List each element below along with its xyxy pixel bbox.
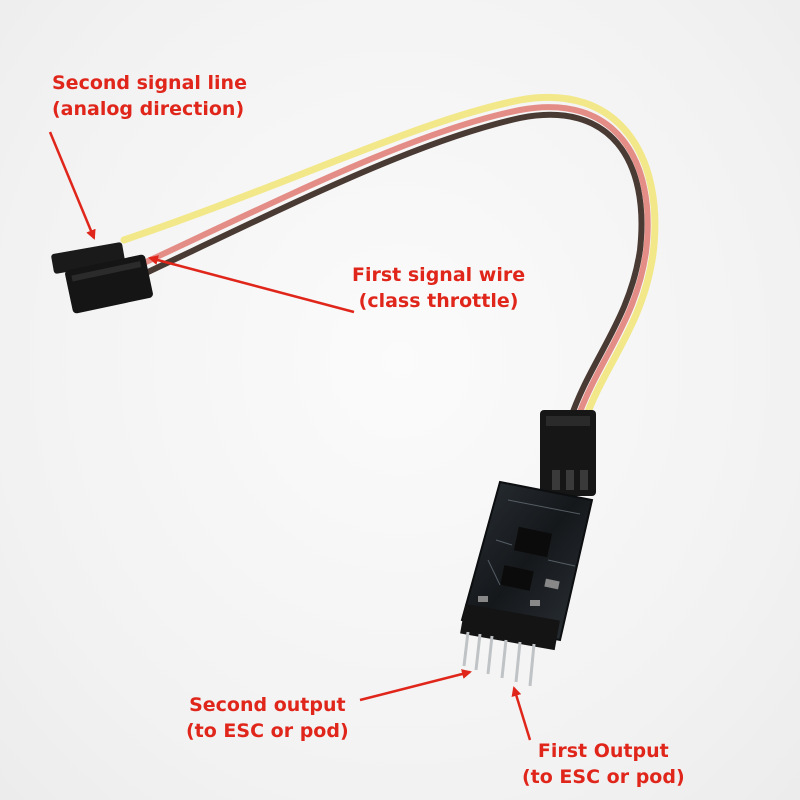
arrow-first-output [511, 686, 532, 741]
yellow-wire [120, 93, 659, 424]
label-first-output-2: (to ESC or pod) [522, 766, 685, 788]
label-first-signal-wire: First signal wire (class throttle) [352, 262, 525, 314]
label-second-output-1: Second output [189, 694, 346, 716]
left-connectors [51, 242, 153, 314]
brown-wire [145, 111, 645, 423]
label-first-output: First Output (to ESC or pod) [522, 738, 685, 790]
output-header [460, 603, 560, 687]
label-first-signal-wire-2: (class throttle) [358, 290, 519, 312]
arrow-first-signal [148, 255, 355, 314]
red-wire [143, 104, 651, 423]
single-pin-connector [51, 242, 125, 274]
label-second-signal-line: Second signal line (analog direction) [52, 70, 247, 122]
label-first-output-1: First Output [537, 740, 669, 762]
arrow-second-output [359, 669, 472, 702]
label-second-signal-line-2: (analog direction) [52, 98, 245, 120]
label-second-output: Second output (to ESC or pod) [186, 692, 349, 744]
annotation-arrows [48, 131, 532, 741]
label-second-signal-line-1: Second signal line [52, 72, 247, 94]
three-wire-cable [120, 93, 659, 424]
label-second-output-2: (to ESC or pod) [186, 720, 349, 742]
label-first-signal-wire-1: First signal wire [352, 264, 526, 286]
module-input-connector [540, 410, 596, 496]
arrow-second-signal [48, 131, 96, 240]
servo-plug-connector [65, 254, 153, 314]
